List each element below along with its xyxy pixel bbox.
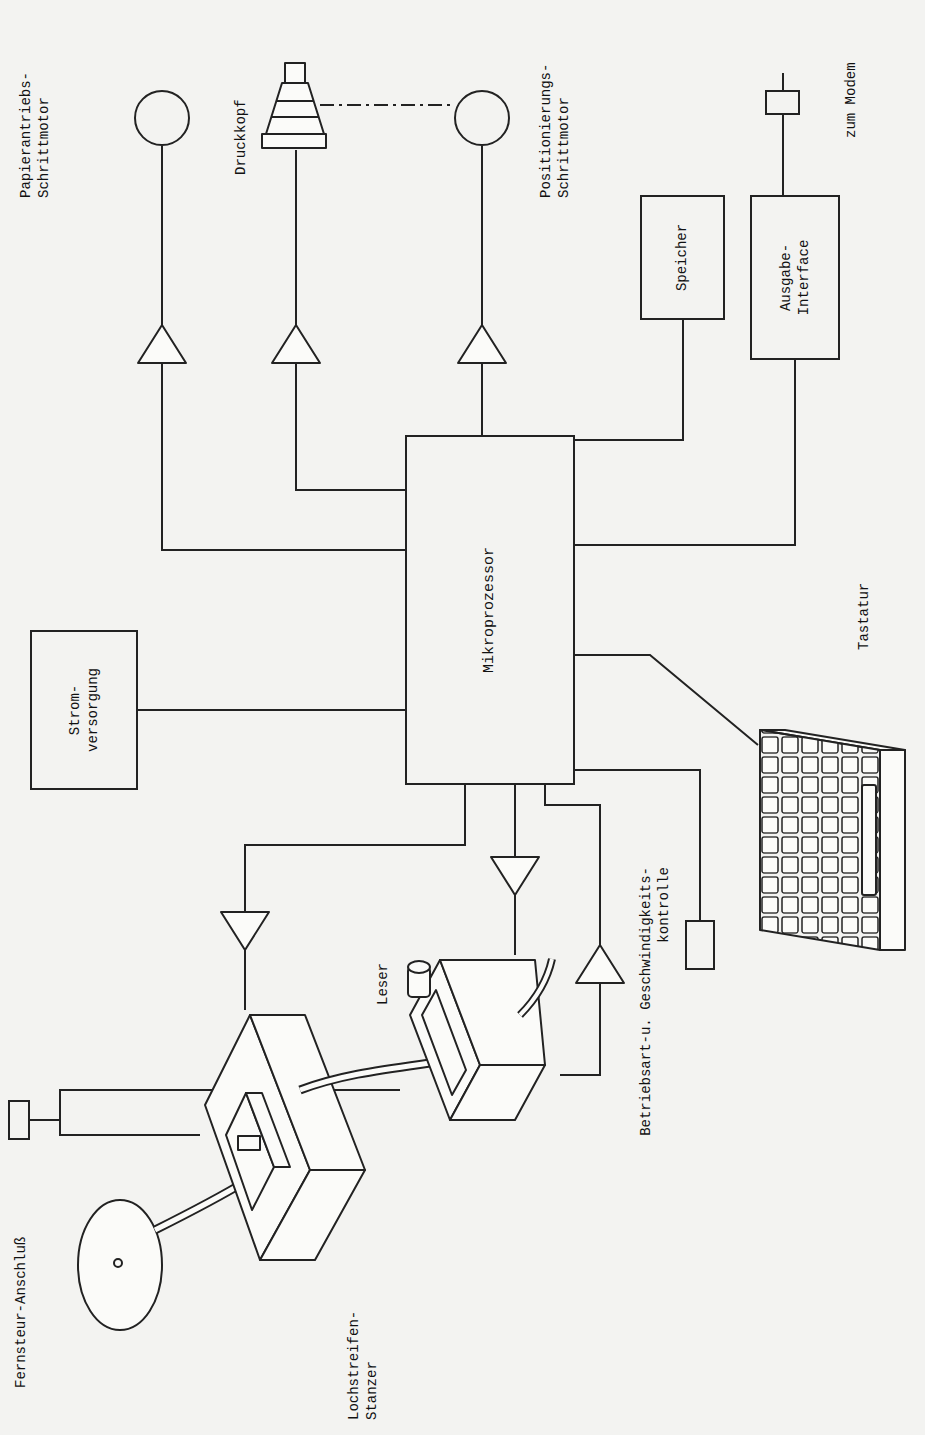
box-label: Mikroprozessor — [480, 547, 500, 673]
process-box: Speicher — [640, 195, 725, 320]
process-box: Strom- versorgung — [30, 630, 138, 790]
amplifier-symbol — [272, 325, 320, 363]
component-outline: Leser — [400, 955, 560, 1130]
signal-line — [545, 785, 600, 1075]
signal-line — [575, 320, 683, 440]
signal-line — [575, 655, 758, 745]
component-outline: Tastatur — [758, 720, 920, 960]
signal-line — [30, 1120, 200, 1135]
component-outline: Lochstreifen- Stanzer — [200, 1010, 370, 1270]
process-box: Fernsteur-Anschluß — [8, 1100, 30, 1140]
box-label: Ausgabe- Interface — [777, 233, 813, 323]
signal-line — [481, 146, 483, 435]
amplifier-symbol — [576, 945, 624, 983]
motor-circle: Papierantriebs- Schrittmotor — [134, 90, 190, 146]
signal-line — [575, 770, 700, 920]
box-label: Strom- versorgung — [66, 660, 102, 760]
process-box: Ausgabe- Interface — [750, 195, 840, 360]
amplifier-symbol — [458, 325, 506, 363]
tape-reader-drawing — [408, 959, 552, 1120]
signal-line — [296, 150, 405, 490]
component-label: Fernsteur-Anschluß — [12, 1218, 30, 1388]
component-label: Druckkopf — [232, 75, 250, 175]
component-outline: Druckkopf — [258, 60, 330, 150]
component-label: Papierantriebs- Schrittmotor — [17, 58, 53, 198]
print-head-drawing — [262, 63, 326, 148]
component-label: Tastatur — [855, 560, 873, 650]
component-label: Leser — [374, 945, 392, 1005]
motor-circle: Positionierungs- Schrittmotor — [454, 90, 510, 146]
tape-punch-drawing — [205, 1015, 430, 1260]
signal-line — [575, 360, 795, 545]
connector-stub — [782, 73, 784, 90]
process-box: zum Modem — [765, 90, 800, 115]
signal-line — [138, 709, 405, 711]
mechanical-link — [320, 104, 454, 106]
component-label: Positionierungs- Schrittmotor — [537, 48, 573, 198]
keyboard-drawing — [760, 730, 905, 950]
box-label: Speicher — [673, 224, 691, 291]
signal-line — [162, 146, 405, 550]
signal-line — [782, 115, 784, 195]
component-label: Betriebsart-u. Geschwindigkeits- kontrol… — [637, 867, 673, 1157]
amplifier-symbol — [138, 325, 186, 363]
process-box: Betriebsart-u. Geschwindigkeits- kontrol… — [685, 920, 715, 970]
amplifier-symbol — [491, 857, 539, 895]
tape-reel-drawing — [78, 1180, 248, 1330]
amplifier-symbol — [221, 912, 269, 950]
process-box: Mikroprozessor — [405, 435, 575, 785]
component-label: Lochstreifen- Stanzer — [345, 1300, 381, 1420]
component-label: zum Modem — [842, 38, 860, 138]
